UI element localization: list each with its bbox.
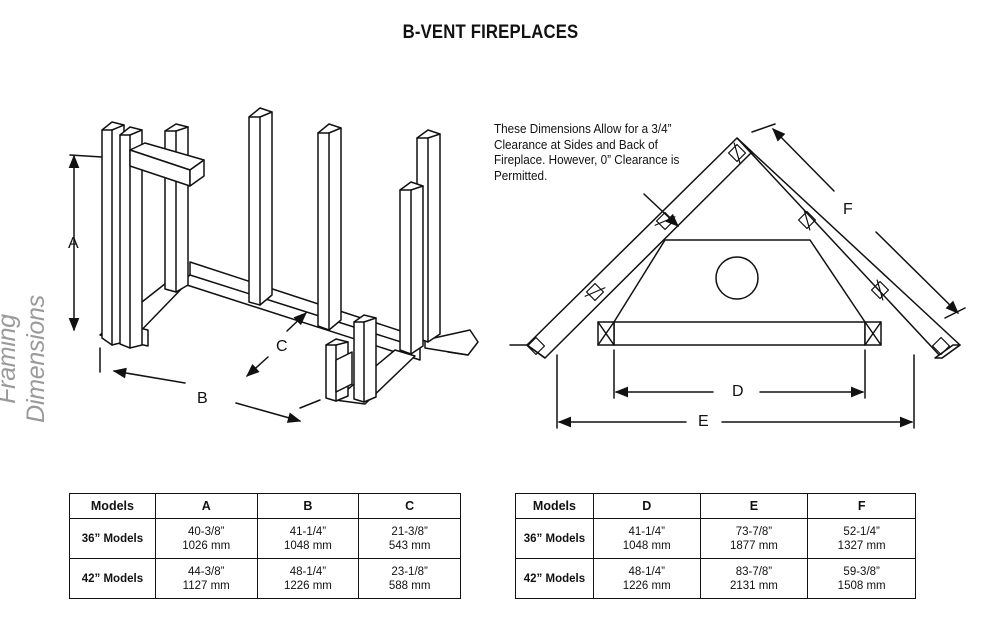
right-studs bbox=[399, 129, 441, 355]
col-header-a: A bbox=[154, 493, 258, 519]
corner-plan-diagram bbox=[509, 123, 966, 429]
value-cell: 44-3/8”1127 mm bbox=[154, 558, 258, 599]
col-header-b: B bbox=[256, 493, 360, 519]
col-header-models: Models bbox=[515, 493, 594, 519]
dimensions-table-def: Models D E F 36” Models 41-1/4”1048 mm 7… bbox=[515, 493, 916, 599]
label-f: F bbox=[843, 201, 853, 218]
dim-line-f-top bbox=[772, 128, 835, 192]
col-header-f: F bbox=[807, 493, 916, 519]
label-c: C bbox=[276, 338, 288, 355]
value-cell: 52-1/4”1327 mm bbox=[807, 518, 916, 559]
note-leader bbox=[643, 193, 679, 227]
dim-line-b-right bbox=[235, 402, 302, 423]
corner-studs bbox=[101, 121, 143, 349]
value-cell: 59-3/8”1508 mm bbox=[807, 558, 916, 599]
angled-walls bbox=[509, 137, 961, 359]
clearance-note: These Dimensions Allow for a 3/4” Cleara… bbox=[494, 121, 680, 183]
value-cell: 83-7/8”2131 mm bbox=[699, 558, 809, 599]
col-header-e: E bbox=[699, 493, 809, 519]
model-cell: 42” Models bbox=[69, 558, 156, 599]
table-row: 36” Models 41-1/4”1048 mm 73-7/8”1877 mm… bbox=[515, 518, 916, 559]
label-a: A bbox=[68, 235, 79, 252]
model-cell: 42” Models bbox=[515, 558, 594, 599]
dim-line-f-bottom bbox=[875, 231, 959, 314]
label-e: E bbox=[698, 413, 709, 430]
label-b: B bbox=[197, 390, 208, 407]
value-cell: 23-1/8”588 mm bbox=[358, 558, 461, 599]
table-header-row: Models A B C bbox=[69, 493, 461, 519]
value-cell: 48-1/4”1226 mm bbox=[592, 558, 701, 599]
table-header-row: Models D E F bbox=[515, 493, 916, 519]
value-cell: 21-3/8”543 mm bbox=[358, 518, 461, 559]
label-d: D bbox=[732, 383, 744, 400]
value-cell: 40-3/8”1026 mm bbox=[154, 518, 258, 559]
header-beam bbox=[129, 142, 205, 187]
value-cell: 48-1/4”1226 mm bbox=[256, 558, 360, 599]
model-cell: 36” Models bbox=[515, 518, 594, 559]
value-cell: 41-1/4”1048 mm bbox=[592, 518, 701, 559]
col-header-models: Models bbox=[69, 493, 156, 519]
value-cell: 73-7/8”1877 mm bbox=[699, 518, 809, 559]
dimensions-table-abc: Models A B C 36” Models 40-3/8”1026 mm 4… bbox=[69, 493, 461, 599]
value-cell: 41-1/4”1048 mm bbox=[256, 518, 360, 559]
col-header-c: C bbox=[358, 493, 461, 519]
framing-iso-diagram bbox=[68, 107, 479, 423]
front-right-studs bbox=[325, 314, 377, 403]
table-row: 42” Models 44-3/8”1127 mm 48-1/4”1226 mm… bbox=[69, 558, 461, 599]
col-header-d: D bbox=[592, 493, 701, 519]
flue-circle bbox=[715, 256, 759, 300]
back-studs bbox=[248, 107, 342, 331]
model-cell: 36” Models bbox=[69, 518, 156, 559]
dim-line-c-top bbox=[286, 312, 307, 332]
table-row: 36” Models 40-3/8”1026 mm 41-1/4”1048 mm… bbox=[69, 518, 461, 559]
table-row: 42” Models 48-1/4”1226 mm 83-7/8”2131 mm… bbox=[515, 558, 916, 599]
dim-line-b-left bbox=[112, 367, 186, 384]
dim-line-c-bottom bbox=[245, 356, 269, 377]
page-title: B-VENT FIREPLACES bbox=[402, 22, 579, 43]
